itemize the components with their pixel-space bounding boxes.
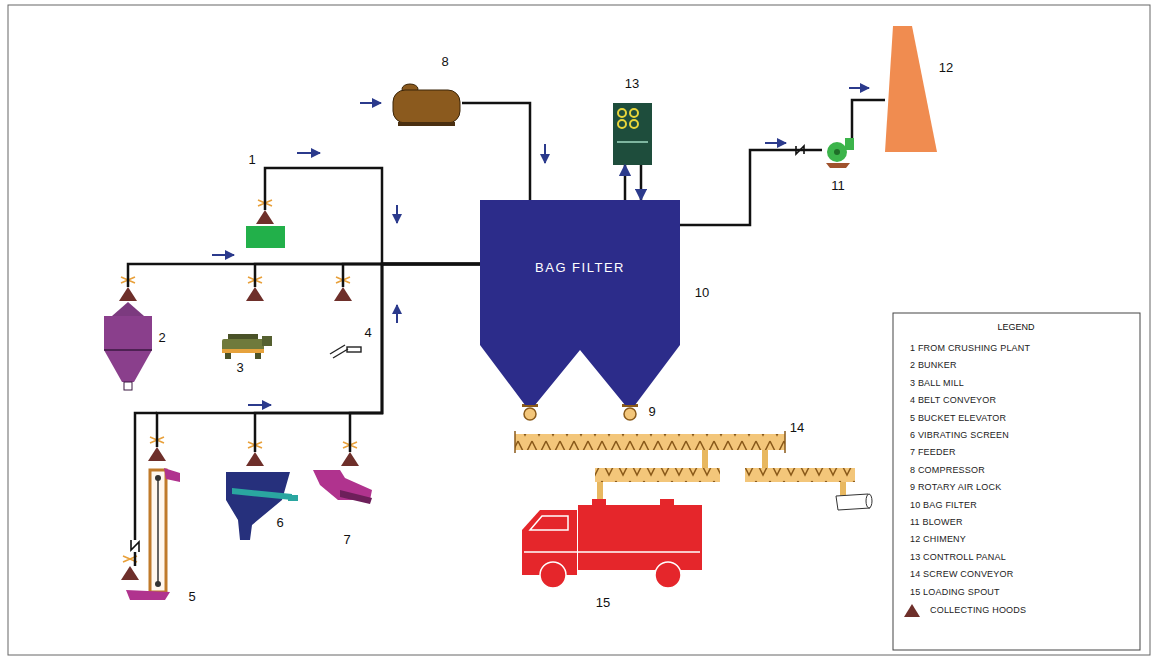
equipment-node: 8 [390,82,462,128]
duct-line [255,264,480,452]
legend-panel [893,313,1140,650]
legend-entry: 5 BUCKET ELEVATOR [910,414,1006,424]
callout-number: 4 [364,326,371,340]
duct-line [128,264,480,287]
crushing-plant-feed [246,226,285,248]
equipment-node: 15 [520,499,705,589]
flow-arrows [212,88,869,405]
equipment-node: 6 [222,452,300,542]
equipment-node: 4 [326,287,363,361]
legend-entry: COLLECTING HOODS [930,606,1026,616]
legend-entry: 14 SCREW CONVEYOR [910,570,1013,580]
ball-mill-symbol [222,334,272,359]
screw-conveyors [515,431,872,510]
truck-symbol [522,499,702,588]
callout-number: 5 [188,590,195,604]
duct-line [852,100,885,138]
equipment-node: 3 [215,287,275,361]
callout-number: 2 [158,331,165,345]
legend-entry: 7 FEEDER [910,448,956,458]
duct-line [343,264,480,287]
bag-filter-body [480,200,680,405]
duct-line [157,264,480,447]
callout-number: 12 [939,61,953,75]
equipment-node: 12 [885,26,937,152]
legend-entry: 2 BUNKER [910,361,957,371]
blower-symbol [826,138,854,168]
frame [8,5,1150,655]
duct-line [624,165,627,200]
duct-line [265,168,480,264]
callout-number: 8 [441,55,448,69]
bag-filter-outline [480,200,680,412]
callout-number: 9 [648,405,655,419]
duct-line [680,150,822,225]
legend-entry: 15 LOADING SPOUT [910,588,1000,598]
control-panel-symbol [613,103,652,165]
bunker-symbol [104,302,152,390]
equipment-node: 11 [822,138,856,170]
legend-entry: 9 ROTARY AIR LOCK [910,483,1001,493]
chimney-symbol [885,26,937,152]
callout-number: 1 [248,153,255,167]
legend-entry: 8 COMPRESSOR [910,466,985,476]
callout-number: 11 [831,179,845,193]
callout-number: 13 [625,77,639,91]
equipment-node: 7 [310,452,375,506]
legend-entry: 11 BLOWER [910,518,963,528]
callout-number: 10 [695,286,709,300]
duct-line [255,264,480,287]
equipment-node: 5 [124,447,184,602]
bucket-elevator-symbol [126,468,180,600]
compressor-symbol [393,84,460,126]
vibrating-screen-symbol [226,472,298,540]
equipment-node: 1 [240,210,290,250]
legend-entry: 10 BAG FILTER [910,501,977,511]
bag-filter-node: BAG FILTER10 [480,200,680,412]
equipment-node: 2 [100,287,156,392]
legend-entry: 6 VIBRATING SCREEN [910,431,1009,441]
callout-number: 14 [790,421,804,435]
equipment-node: 13 [613,103,652,165]
equipment-node: 14 [515,431,787,453]
callout-number: 3 [236,361,243,375]
legend-entry: 13 CONTROLL PANAL [910,553,1006,563]
legend-entry: 1 FROM CRUSHING PLANT [910,344,1030,354]
rotary-air-locks [522,404,638,420]
belt-conveyor-symbol [330,345,361,358]
legend-title: LEGEND [997,323,1034,333]
feeder-symbol [313,470,372,504]
duct-line [640,165,643,200]
legend-entry: 4 BELT CONVEYOR [910,396,996,406]
callout-number: 7 [343,533,350,547]
callout-number: 6 [276,516,283,530]
duct-line [350,264,480,452]
node-title: BAG FILTER [535,261,625,275]
legend-entry: 3 BALL MILL [910,379,964,389]
callout-number: 15 [596,596,610,610]
legend-entry: 12 CHIMENY [910,535,966,545]
duct-line [462,103,530,200]
